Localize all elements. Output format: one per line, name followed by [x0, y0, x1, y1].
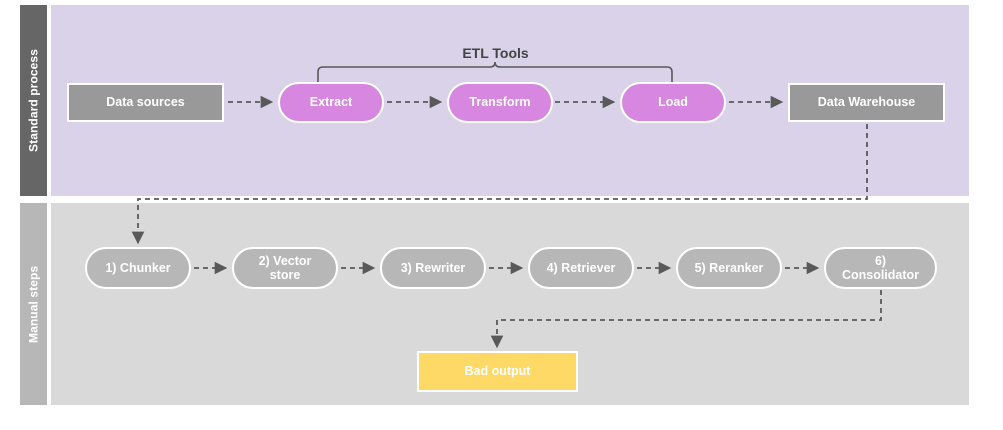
node-extract-label: Extract [309, 95, 353, 110]
node-consolidator[interactable]: 6)Consolidator [824, 247, 937, 289]
node-data-warehouse-label: Data Warehouse [817, 95, 916, 110]
node-bad-output[interactable]: Bad output [417, 351, 578, 392]
node-retriever-label: 4) Retriever [546, 260, 616, 275]
node-chunker[interactable]: 1) Chunker [85, 247, 191, 289]
lane-label-standard-process: Standard process [20, 5, 47, 196]
node-data-sources[interactable]: Data sources [67, 83, 224, 122]
node-data-sources-label: Data sources [106, 95, 185, 110]
node-consolidator-label: 6)Consolidator [841, 253, 920, 282]
node-data-warehouse[interactable]: Data Warehouse [788, 83, 945, 122]
node-load[interactable]: Load [620, 82, 726, 123]
node-chunker-label: 1) Chunker [105, 260, 171, 275]
node-rewriter[interactable]: 3) Rewriter [380, 247, 486, 289]
node-retriever[interactable]: 4) Retriever [528, 247, 634, 289]
node-bad-output-label: Bad output [464, 364, 531, 379]
node-transform[interactable]: Transform [447, 82, 553, 123]
node-extract[interactable]: Extract [278, 82, 384, 123]
node-load-label: Load [658, 95, 688, 110]
node-reranker[interactable]: 5) Reranker [676, 247, 782, 289]
lane-label-manual-steps: Manual steps [20, 203, 47, 405]
node-reranker-label: 5) Reranker [694, 260, 764, 275]
node-rewriter-label: 3) Rewriter [400, 260, 466, 275]
node-transform-label: Transform [469, 95, 531, 110]
etl-tools-label: ETL Tools [462, 45, 529, 61]
